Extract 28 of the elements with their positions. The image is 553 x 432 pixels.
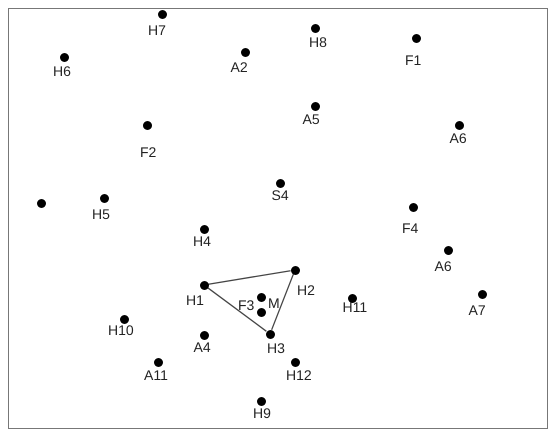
- point-label: H9: [253, 405, 271, 421]
- point-label: H12: [286, 367, 312, 383]
- point-label: F1: [405, 52, 422, 68]
- point-label: H10: [108, 322, 134, 338]
- point-label: F2: [140, 144, 156, 160]
- point-label: A6: [450, 130, 467, 146]
- point-label: H3: [267, 340, 285, 356]
- point-label: H6: [53, 63, 71, 79]
- point-label: A5: [302, 111, 320, 127]
- point-label: H4: [193, 233, 211, 249]
- connector-line: [271, 274, 294, 330]
- point-label: S4: [272, 187, 289, 203]
- point-label: H5: [92, 206, 110, 222]
- point-label: H7: [148, 22, 166, 38]
- point-label: A4: [194, 339, 211, 355]
- point-label: H8: [309, 34, 327, 50]
- point-label: H1: [186, 292, 204, 308]
- point-label: M: [268, 295, 280, 311]
- point-label: A7: [468, 302, 486, 318]
- point-label: F4: [402, 220, 418, 236]
- connector-line: [208, 270, 291, 285]
- point-label: H11: [342, 299, 368, 315]
- point-label: F3: [238, 297, 254, 313]
- point-label: A11: [144, 367, 168, 383]
- point-label: A6: [434, 258, 452, 274]
- point-label: H2: [297, 282, 315, 298]
- connector-line: [207, 287, 267, 332]
- point-label: A2: [230, 59, 248, 75]
